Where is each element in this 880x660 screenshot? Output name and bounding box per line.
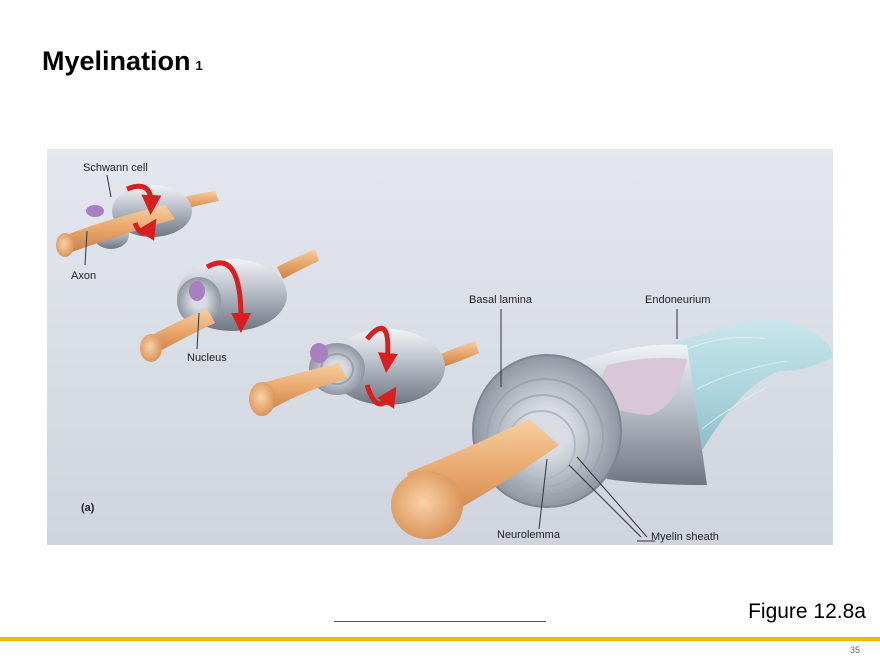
title-superscript: 1 xyxy=(195,58,203,73)
stage-3-arrow-top xyxy=(365,325,398,373)
myelination-illustration: Schwann cell Axon Nucleus Basal lamina E… xyxy=(47,149,833,545)
slide-title-text: Myelination xyxy=(42,46,191,76)
label-basal-lamina: Basal lamina xyxy=(469,294,533,306)
label-endoneurium: Endoneurium xyxy=(645,294,710,306)
stage-2-schwann-cell xyxy=(140,249,319,362)
label-axon: Axon xyxy=(71,270,96,282)
stage-1-schwann-cell xyxy=(56,183,219,257)
label-neurolemma: Neurolemma xyxy=(497,529,561,541)
leader-nucleus xyxy=(196,312,200,350)
stage-1-nucleus xyxy=(86,205,104,217)
stage-3-axon-end xyxy=(249,382,275,416)
leader-lines xyxy=(84,174,678,542)
leader-axon xyxy=(84,230,88,266)
stage-3-nucleus xyxy=(310,343,328,363)
leader-schwann-cell xyxy=(106,174,112,198)
stage-2-arrow xyxy=(205,260,252,333)
stage-2-cell-face xyxy=(177,277,221,325)
stage-1-axon xyxy=(61,205,175,253)
slide-title: Myelination 1 xyxy=(42,46,203,77)
stage-2-axon-back xyxy=(277,249,319,279)
fill-in-blank-line xyxy=(334,621,546,622)
myelin-layer-1 xyxy=(486,378,604,496)
stage-4-axon-end xyxy=(391,471,463,539)
stage-3-axon-back xyxy=(439,341,479,367)
stage-3-axon xyxy=(255,363,347,415)
endoneurium-fibers xyxy=(686,336,788,430)
endoneurium-tissue xyxy=(667,319,833,477)
label-myelin-sheath: Myelin sheath xyxy=(651,531,719,543)
stage-2-nucleus xyxy=(189,281,205,301)
myelination-figure: Schwann cell Axon Nucleus Basal lamina E… xyxy=(47,149,833,545)
label-nucleus: Nucleus xyxy=(187,352,227,364)
stage-1-axon-end xyxy=(56,233,74,257)
stage-3-schwann-cell xyxy=(249,325,479,416)
stage-3-arrow-bottom xyxy=(364,384,397,409)
panel-label: (a) xyxy=(81,502,95,514)
label-schwann-cell: Schwann cell xyxy=(83,162,148,174)
stage-2-axon-end xyxy=(140,334,162,362)
leader-myelin-sheath xyxy=(568,456,655,542)
footer-accent-bar xyxy=(0,637,880,641)
stage-1-arrow-top xyxy=(126,183,162,215)
page-number: 35 xyxy=(849,645,860,655)
stage-4-myelinated-axon xyxy=(391,319,833,539)
figure-caption: Figure 12.8a xyxy=(748,600,866,623)
schwann-cytoplasm xyxy=(595,357,687,415)
leader-neurolemma xyxy=(538,458,548,530)
stage-1-arrow-bottom xyxy=(132,218,157,241)
stage-2-axon xyxy=(145,309,215,355)
